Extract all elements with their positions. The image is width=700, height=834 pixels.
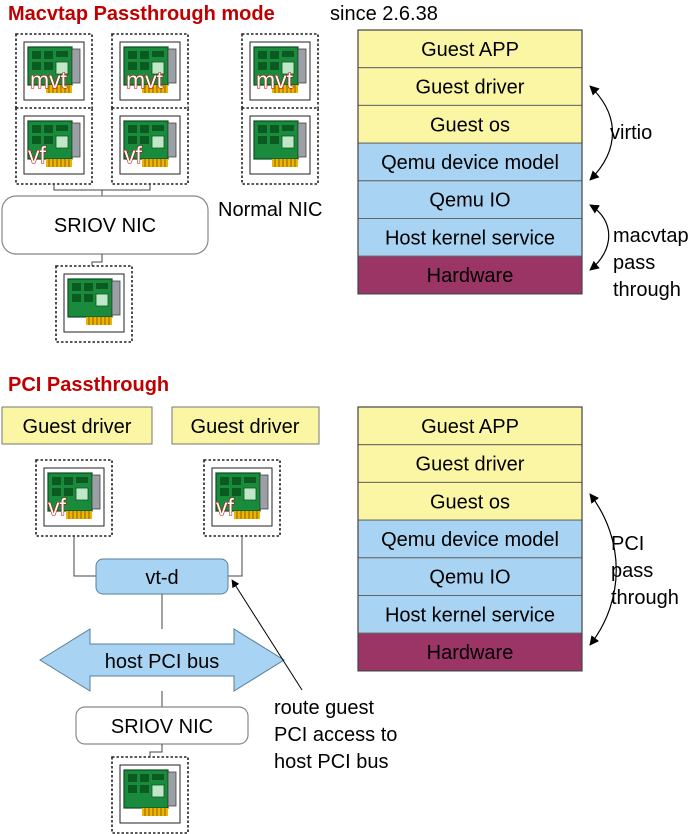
nic-connector: [149, 744, 163, 758]
stack-layer: [357, 218, 583, 257]
pci-side-line: through: [611, 587, 679, 609]
stack-layer: [357, 29, 583, 69]
guest-driver-box: [171, 406, 320, 445]
mvt-label: mvt: [126, 67, 164, 93]
mvt-label: mvt: [256, 67, 294, 93]
stack-layer: [357, 180, 583, 220]
stack-border: [357, 406, 583, 672]
nic-card-icon: [55, 265, 133, 343]
stack-layer-label: Guest APP: [421, 39, 519, 61]
stack-layer-label: Host kernel service: [385, 604, 555, 626]
pci-side-line: pass: [611, 560, 653, 582]
guest-driver-label: Guest driver: [191, 416, 300, 438]
stack-layer-label: Qemu IO: [429, 190, 510, 212]
host-pci-bus-label: host PCI bus: [105, 651, 220, 673]
stack-layer: [357, 142, 583, 182]
stack-layer-label: Guest os: [430, 114, 510, 136]
macvtap-title: Macvtap Passthrough mode: [8, 3, 275, 25]
nic-card-icon: [241, 107, 319, 185]
stack-layer: [357, 255, 583, 295]
pci-title: PCI Passthrough: [8, 374, 169, 396]
pci-passthrough-arrow: [589, 493, 617, 646]
stack-layer: [357, 595, 583, 634]
stack-layer: [357, 444, 583, 483]
vf-connector: [53, 184, 151, 191]
vf-label: vf: [216, 494, 235, 520]
macvtap-side-line: through: [613, 279, 681, 301]
vf-label: vf: [48, 494, 67, 520]
macvtap-side-line: macvtap: [613, 225, 689, 247]
vf-connector: [228, 536, 243, 577]
guest-driver-label: Guest driver: [23, 416, 132, 438]
normal-nic-label: Normal NIC: [218, 199, 322, 221]
stack-layer-label: Host kernel service: [385, 227, 555, 249]
pci-side-line: PCI: [611, 533, 644, 555]
macvtap-side-line: pass: [613, 252, 655, 274]
virtio-arrow: [589, 85, 613, 181]
stack-layer-label: Guest APP: [421, 416, 519, 438]
stack-layer-label: Qemu device model: [381, 152, 559, 174]
sriov-nic-label: SRIOV NIC: [54, 215, 156, 237]
host-pci-bus-arrow: [39, 628, 285, 692]
route-note-line: route guest: [274, 697, 375, 719]
sriov-nic-box: [1, 195, 209, 255]
vf-label: vf: [28, 142, 47, 168]
stack-layer-label: Hardware: [427, 265, 514, 287]
macvtap-since: since 2.6.38: [330, 3, 438, 25]
stack-border: [357, 29, 583, 295]
route-note-line: PCI access to: [274, 724, 397, 746]
stack-layer-label: Guest driver: [416, 77, 525, 99]
stack-layer: [357, 406, 583, 446]
stack-layer: [357, 104, 583, 144]
nic-connector: [91, 254, 103, 268]
vtd-label: vt-d: [145, 567, 178, 589]
guest-driver-box: [1, 406, 153, 445]
macvtap-arrow: [589, 204, 610, 271]
stack-layer-label: Guest driver: [416, 454, 525, 476]
vf-label: vf: [124, 142, 143, 168]
stack-layer-label: Guest os: [430, 491, 510, 513]
stack-layer-label: Qemu device model: [381, 529, 559, 551]
stack-layer-label: Qemu IO: [429, 567, 510, 589]
sriov-nic-label: SRIOV NIC: [111, 716, 213, 738]
stack-layer-label: Hardware: [427, 642, 514, 664]
mvt-label: mvt: [30, 67, 68, 93]
nic-card-icon: [111, 756, 189, 834]
vf-connector: [73, 536, 96, 577]
route-arrow: [231, 579, 303, 691]
stack-layer: [357, 557, 583, 596]
route-note-line: host PCI bus: [274, 751, 389, 773]
virtio-label: virtio: [610, 122, 652, 144]
